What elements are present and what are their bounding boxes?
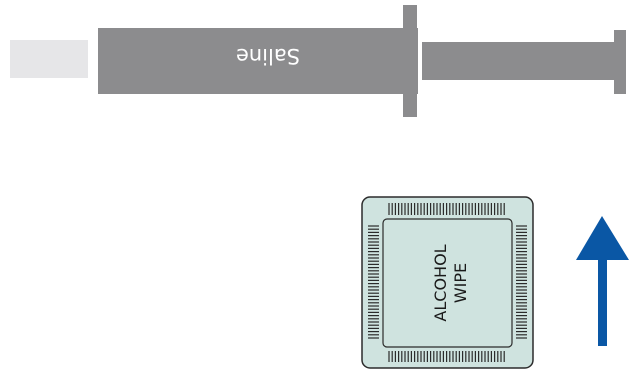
syringe: Saline (10, 5, 626, 117)
syringe-plunger-rod (422, 42, 614, 80)
wipe-serrations (368, 203, 527, 362)
arrow-head (576, 216, 629, 260)
wipe-label-line2: WIPE (451, 263, 470, 303)
arrow-up-icon (576, 216, 629, 346)
wipe-inner (382, 218, 513, 348)
syringe-flange (403, 5, 417, 117)
arrow-shaft (598, 258, 607, 346)
syringe-tip (10, 40, 88, 78)
syringe-label: Saline (236, 44, 300, 68)
wipe-label-line1: ALCOHOL (431, 244, 450, 321)
syringe-barrel (98, 28, 418, 94)
syringe-plunger-cap (614, 30, 626, 94)
alcohol-wipe-packet: ALCOHOL WIPE (361, 196, 534, 369)
